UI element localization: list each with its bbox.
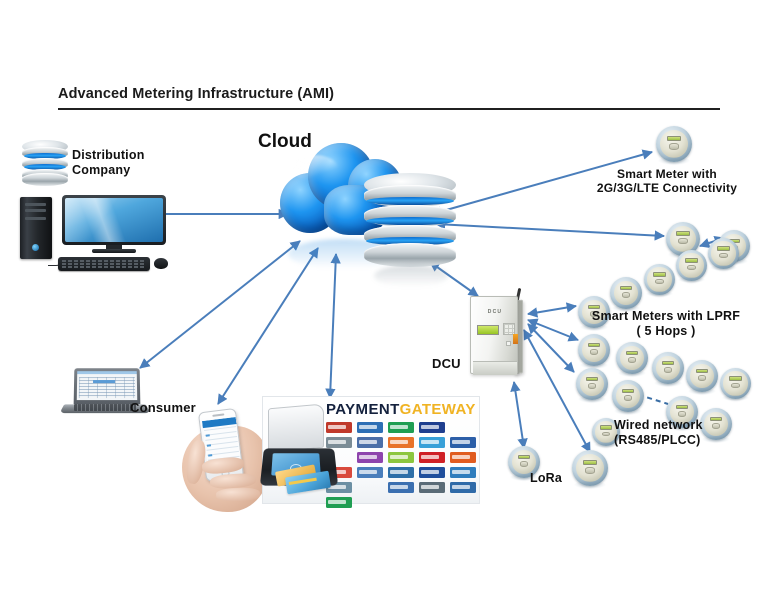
mouse-icon <box>154 258 168 269</box>
payment-provider-logo <box>388 482 414 493</box>
smart-meter-icon <box>720 368 751 402</box>
payment-logo-grid <box>326 422 476 508</box>
payment-provider-logo <box>326 482 352 493</box>
smart-meter-icon <box>666 396 698 431</box>
dcu-led <box>506 341 511 346</box>
title-divider <box>58 108 720 110</box>
smart-meter-icon <box>652 352 684 387</box>
computer-tower-icon <box>20 197 52 259</box>
smart-meter-icon <box>592 418 620 449</box>
payment-provider-logo <box>388 422 414 433</box>
payment-gateway-title: PAYMENTGATEWAY <box>326 401 476 418</box>
payment-provider-logo <box>326 437 352 448</box>
payment-provider-logo <box>419 437 445 448</box>
dcu-box-icon: DCU <box>470 287 524 380</box>
distribution-company-label: Distribution Company <box>72 148 145 177</box>
smart-meter-icon <box>656 126 692 165</box>
smart-meter-icon <box>578 334 610 369</box>
smart-meter-icon <box>576 368 608 403</box>
smart-meter-cellular-label: Smart Meter with 2G/3G/LTE Connectivity <box>596 167 738 196</box>
payment-provider-logo <box>388 452 414 463</box>
smart-meter-icon <box>508 446 540 481</box>
consumer-label: Consumer <box>130 400 196 415</box>
payment-provider-logo <box>419 467 445 478</box>
cloud-label: Cloud <box>258 131 312 152</box>
smart-meter-icon <box>612 380 644 415</box>
smart-meters-lprf-label: Smart Meters with LPRF ( 5 Hops ) <box>591 309 741 338</box>
payment-provider-logo <box>388 467 414 478</box>
smart-meter-icon <box>666 222 700 259</box>
page-title: Advanced Metering Infrastructure (AMI) <box>58 86 335 102</box>
cloud-node <box>278 133 478 287</box>
payment-provider-logo <box>326 467 352 478</box>
dcu-display <box>477 325 499 335</box>
dcu-label: DCU <box>432 356 461 371</box>
desktop-computer-icon <box>18 195 170 273</box>
payment-gateway-panel: PAYMENTGATEWAY <box>259 396 480 508</box>
database-stack-icon <box>22 140 68 186</box>
smart-meter-icon <box>644 264 675 298</box>
payment-provider-logo <box>357 437 383 448</box>
page-title-block: Advanced Metering Infrastructure (AMI) <box>58 86 728 110</box>
smart-meter-icon <box>686 360 718 395</box>
payment-word: PAYMENT <box>326 401 400 418</box>
payment-provider-logo <box>357 482 383 493</box>
gateway-word: GATEWAY <box>399 401 476 418</box>
lora-label: LoRa <box>530 471 563 485</box>
wired-network-label: Wired network (RS485/PLCC) <box>614 418 703 447</box>
smart-meter-icon <box>578 296 610 331</box>
smartphone-in-hand-icon <box>182 402 276 512</box>
smart-meter-icon <box>616 342 648 377</box>
card-reader-icon <box>259 403 340 496</box>
payment-provider-logo <box>450 437 476 448</box>
payment-provider-logo <box>388 437 414 448</box>
payment-provider-logo <box>357 467 383 478</box>
dcu-keypad <box>503 323 515 335</box>
cloud-database-icon <box>364 173 456 269</box>
payment-provider-logo <box>326 422 352 433</box>
smart-meter-icon <box>708 238 739 272</box>
payment-provider-logo <box>419 482 445 493</box>
payment-provider-logo <box>450 482 476 493</box>
payment-provider-logo <box>419 452 445 463</box>
dcu-device-text: DCU <box>487 309 503 315</box>
payment-provider-logo <box>357 422 383 433</box>
smart-meter-icon <box>572 450 608 489</box>
payment-provider-logo <box>450 467 476 478</box>
payment-provider-logo <box>450 452 476 463</box>
payment-provider-logo <box>326 497 352 508</box>
keyboard-icon <box>58 257 150 271</box>
cloud-icon <box>278 139 406 243</box>
payment-provider-logo <box>450 422 476 433</box>
monitor-icon <box>62 195 166 253</box>
smart-meter-icon <box>676 250 707 284</box>
laptop-icon <box>59 368 151 416</box>
smart-meter-icon <box>700 408 732 443</box>
payment-provider-logo <box>357 452 383 463</box>
smart-meter-icon <box>610 277 642 312</box>
payment-provider-logo <box>419 422 445 433</box>
